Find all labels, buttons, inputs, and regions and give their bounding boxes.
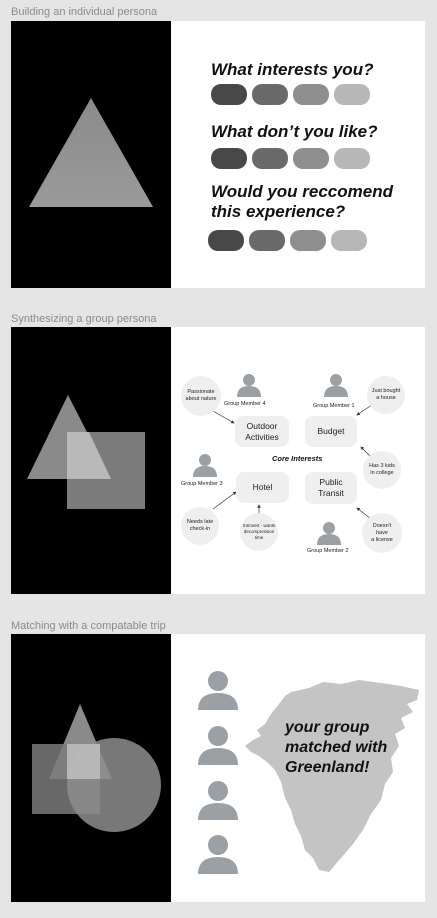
rating-pill-4[interactable] (334, 148, 370, 169)
match-text-line1: your group (285, 719, 370, 736)
rating-pill-2[interactable] (252, 84, 288, 105)
triangle-shape (29, 98, 153, 207)
rating-pill-3[interactable] (293, 84, 329, 105)
question-recommend-line1: Would you reccomend (211, 182, 393, 201)
rating-pill-1[interactable] (208, 230, 244, 251)
match-text-line2: matched with (285, 739, 388, 756)
member-label-4: Group Member 4 (224, 401, 266, 407)
shape-panel (11, 634, 171, 902)
rating-pill-2[interactable] (252, 148, 288, 169)
rating-pill-4[interactable] (331, 230, 367, 251)
trait-bubble-nature: Passionate about nature (181, 376, 221, 416)
person-icon (198, 781, 238, 820)
member-label-1: Group Member 1 (313, 403, 355, 409)
rating-pill-1[interactable] (211, 84, 247, 105)
person-icon (198, 726, 238, 765)
trait-bubble-house: Just bought a house (367, 376, 405, 414)
match-text-line3: Greenland! (285, 759, 370, 776)
core-interests-label: Core Interests (272, 454, 323, 463)
overlapping-shapes-graphic (32, 704, 161, 832)
person-icon (324, 374, 348, 397)
rating-pill-4[interactable] (334, 84, 370, 105)
node-outdoor-activities[interactable]: Outdoor Activities (235, 416, 289, 447)
question-dislikes: What don’t you like? (211, 122, 378, 141)
overlap-shape (67, 744, 100, 779)
rating-pill-1[interactable] (211, 148, 247, 169)
question-recommend-line2: this experience? (211, 202, 346, 221)
trait-bubble-license: Doesn't have a license (362, 513, 402, 553)
person-icon (317, 522, 341, 545)
frame-trip-match: your group matched with Greenland! (11, 634, 425, 902)
member-label-3: Group Member 3 (181, 481, 223, 487)
triangle-square-graphic (27, 395, 145, 509)
frame-group-persona: Group Member 4 Group Member 1 Group Memb… (11, 327, 425, 594)
shape-panel (11, 327, 171, 594)
person-icon (198, 835, 238, 874)
greenland-map (245, 680, 419, 872)
frame-individual-persona: What interests you? What don’t you like?… (11, 21, 425, 288)
shape-panel (11, 21, 171, 288)
rating-pill-2[interactable] (249, 230, 285, 251)
node-budget[interactable]: Budget (305, 416, 357, 447)
person-icon (193, 454, 217, 477)
frame-label-individual: Building an individual persona (11, 6, 158, 18)
question-interests: What interests you? (211, 60, 374, 79)
frame-label-matching: Matching with a compatable trip (11, 620, 166, 632)
trait-bubble-introvert: Introvert - wants decompression time (240, 513, 278, 551)
node-hotel[interactable]: Hotel (236, 472, 289, 503)
rating-pill-3[interactable] (290, 230, 326, 251)
node-public-transit[interactable]: Public Transit (305, 472, 357, 504)
member-label-2: Group Member 2 (307, 548, 349, 554)
person-icon (198, 671, 238, 710)
triangle-graphic (29, 98, 153, 207)
frame-label-group: Synthesizing a group persona (11, 313, 157, 325)
person-icon (237, 374, 261, 397)
overlap-shape (67, 432, 111, 479)
trait-bubble-kids: Has 3 kids in college (363, 451, 401, 489)
trait-bubble-checkin: Needs late check-in (181, 507, 219, 545)
greenland-landmass (245, 680, 419, 872)
rating-pill-3[interactable] (293, 148, 329, 169)
